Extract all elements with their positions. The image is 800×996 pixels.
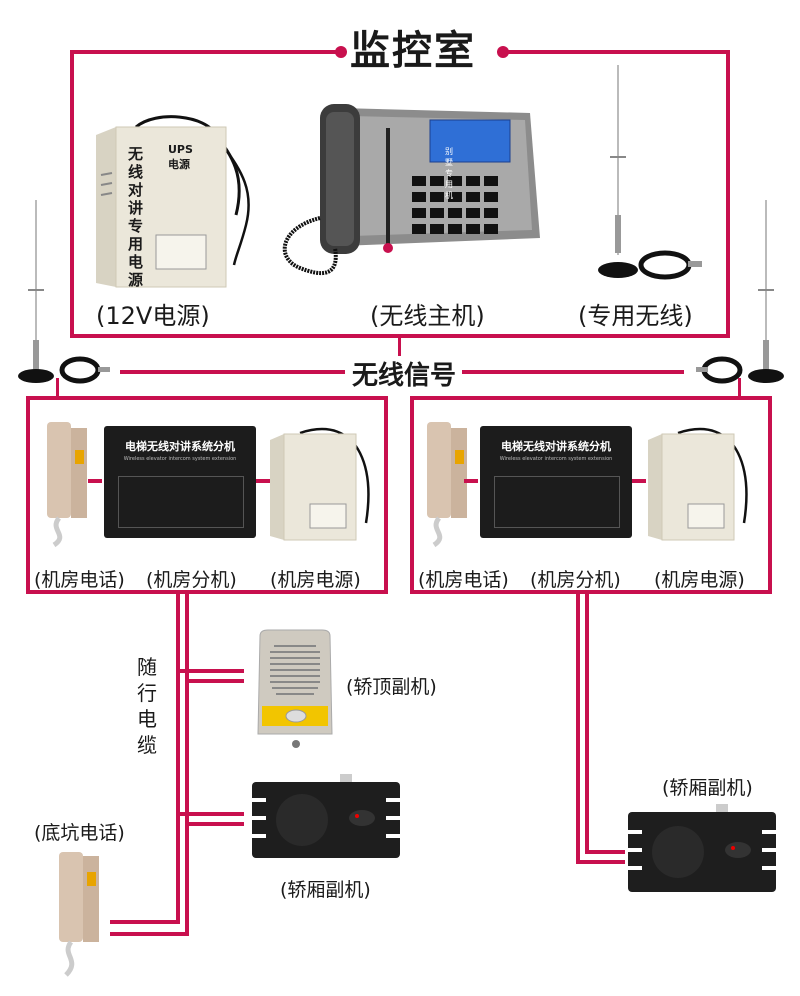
branch-car-top-b (185, 679, 244, 683)
cable-right-a (576, 594, 580, 864)
car-unit-icon-right (628, 804, 776, 892)
label-machine-phone-left: (机房电话) (34, 569, 125, 591)
host-screen-text: 别墅专用机 (445, 147, 453, 200)
car-unit-icon-left (252, 774, 400, 858)
dedicated-antenna-icon (598, 65, 702, 280)
label-pit-phone: (底坑电话) (34, 822, 125, 844)
control-room-border-left (70, 50, 74, 338)
wireless-signal-label: 无线信号 (352, 361, 457, 391)
antenna-feed-left (56, 378, 59, 398)
left-antenna-icon (18, 200, 110, 384)
control-room-border-bottom (70, 334, 730, 338)
machine-room-phone-icon-left (47, 422, 87, 548)
right-antenna-icon (696, 200, 784, 384)
link-extension-power-left (256, 479, 270, 483)
branch-car-right-b (585, 850, 625, 854)
branch-car-left-a (176, 812, 244, 816)
label-car-unit-right: (轿厢副机) (662, 777, 753, 799)
label-dedicated-antenna: (专用无线) (578, 302, 693, 330)
label-machine-power-left: (机房电源) (270, 569, 361, 591)
extension-subtitle-right: Wireless elevator intercom system extens… (499, 456, 613, 462)
machine-room-right (410, 396, 772, 594)
desk-phone-icon (282, 104, 540, 276)
link-extension-power-right (632, 479, 646, 483)
control-room-border-top-left (70, 50, 340, 54)
cable-right-b (585, 594, 589, 852)
control-room-border-right (726, 50, 730, 338)
cable-left-a (176, 594, 180, 924)
branch-car-left-b (185, 822, 244, 826)
link-phone-extension-left (88, 479, 102, 483)
control-room-border-top-right (505, 50, 730, 54)
extension-title-left: 电梯无线对讲系统分机 (125, 440, 235, 453)
branch-car-top-a (176, 669, 244, 673)
machine-room-phone-icon-right (427, 422, 467, 548)
signal-line-right (462, 370, 684, 374)
label-machine-phone-right: (机房电话) (418, 569, 509, 591)
cable-char-2: 行 (137, 681, 157, 705)
ups-brand-text: UPS 电源 (168, 143, 193, 171)
machine-room-power-icon-left (270, 427, 370, 541)
antenna-feed-right (738, 378, 741, 398)
traveling-cable-label: 随 行 电 缆 (136, 654, 158, 758)
title-dot-left (335, 46, 347, 58)
cable-char-3: 电 (137, 707, 157, 731)
branch-pit-b (110, 932, 189, 936)
pit-phone-icon (59, 852, 99, 977)
car-top-unit-icon (257, 629, 333, 748)
link-phone-extension-right (464, 479, 478, 483)
label-car-top-unit: (轿顶副机) (346, 676, 437, 698)
machine-room-extension-left: 电梯无线对讲系统分机 Wireless elevator intercom sy… (104, 426, 256, 538)
branch-pit-a (110, 920, 180, 924)
label-car-unit-left: (轿厢副机) (280, 879, 371, 901)
branch-car-right-a (576, 860, 625, 864)
label-machine-extension-right: (机房分机) (530, 569, 621, 591)
machine-room-extension-right: 电梯无线对讲系统分机 Wireless elevator intercom sy… (480, 426, 632, 538)
cable-char-1: 随 (137, 655, 157, 679)
signal-line-left (120, 370, 345, 374)
page-title: 监控室 (350, 28, 476, 74)
label-machine-power-right: (机房电源) (654, 569, 745, 591)
extension-title-right: 电梯无线对讲系统分机 (501, 440, 611, 453)
ups-power-supply-icon (96, 115, 250, 288)
label-12v-power: (12V电源) (96, 302, 210, 330)
label-machine-extension-left: (机房分机) (146, 569, 237, 591)
machine-room-power-icon-right (648, 427, 748, 541)
label-wireless-host: (无线主机) (370, 302, 485, 330)
cable-left-b (185, 594, 189, 936)
title-dot-right (497, 46, 509, 58)
cable-char-4: 缆 (137, 733, 157, 757)
control-room-connector (398, 338, 401, 356)
ups-vertical-text: 无线对讲专用电源 (128, 145, 144, 289)
machine-room-left (26, 396, 388, 594)
extension-subtitle-left: Wireless elevator intercom system extens… (123, 456, 237, 462)
